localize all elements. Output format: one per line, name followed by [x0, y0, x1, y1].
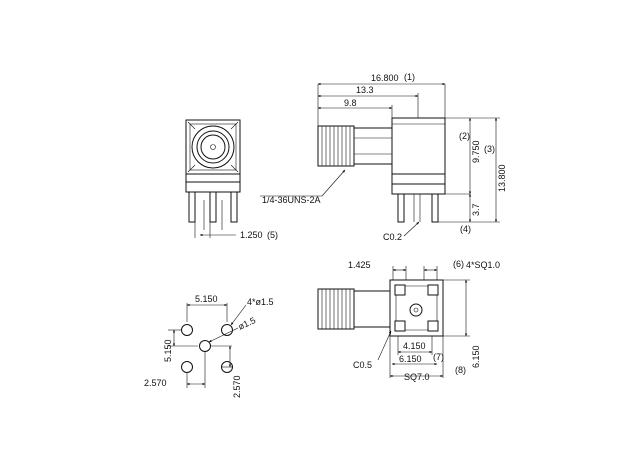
chamfer-top-label: C0.2 [383, 232, 402, 242]
body-square-label: SQ7.0 [404, 372, 430, 382]
overall-length-label: 16.800 [371, 73, 399, 83]
dim-3-7-label: 3.7 [471, 203, 481, 216]
ref-8-label: (8) [455, 365, 466, 375]
ref-1-label: (1) [404, 72, 415, 82]
dim-9-750-label: 9.750 [471, 140, 481, 163]
dim-9-8-label: 9.8 [344, 98, 357, 108]
pcb-layout: 5.150 4*ø1.5 ø1.5 5.150 2.570 2.570 [144, 294, 274, 398]
offset-h-label: 2.570 [144, 378, 167, 388]
front-view: 1.250 (5) [185, 119, 278, 240]
pin-square-label: 4*SQ1.0 [466, 260, 500, 270]
dim-1-425-label: 1.425 [348, 260, 371, 270]
chamfer-bottom-label: C0.5 [353, 360, 372, 370]
ref-2-label: (2) [459, 131, 470, 141]
dim-6-150-v-label: 6.150 [471, 345, 481, 368]
dim-13-3-label: 13.3 [356, 85, 374, 95]
thread-spec-label: 1/4-36UNS-2A [262, 195, 321, 205]
ref-6-label: (6) [453, 259, 464, 269]
hole-spacing-label: 5.150 [195, 294, 218, 304]
ref-3-label: (3) [484, 144, 495, 154]
pin-width-label: 1.250 [240, 230, 263, 240]
hole-dia-label: 4*ø1.5 [247, 297, 274, 307]
dim-13-800-label: 13.800 [497, 164, 507, 192]
hole-spacing-v-label: 5.150 [163, 339, 173, 362]
ref-4-label: (4) [460, 224, 471, 234]
top-view: 1.425 (6) 4*SQ1.0 6.150 (8) 4.150 [317, 259, 500, 382]
dim-4-150-label: 4.150 [403, 341, 426, 351]
ref-5-label: (5) [267, 230, 278, 240]
ref-7-label: (7) [433, 352, 444, 362]
dim-6-150-h-label: 6.150 [399, 354, 422, 364]
center-dia-label: ø1.5 [237, 315, 258, 332]
side-view: 16.800 (1) 13.3 9.8 1/4-36UNS-2A [260, 72, 507, 242]
offset-v-label: 2.570 [232, 375, 242, 398]
